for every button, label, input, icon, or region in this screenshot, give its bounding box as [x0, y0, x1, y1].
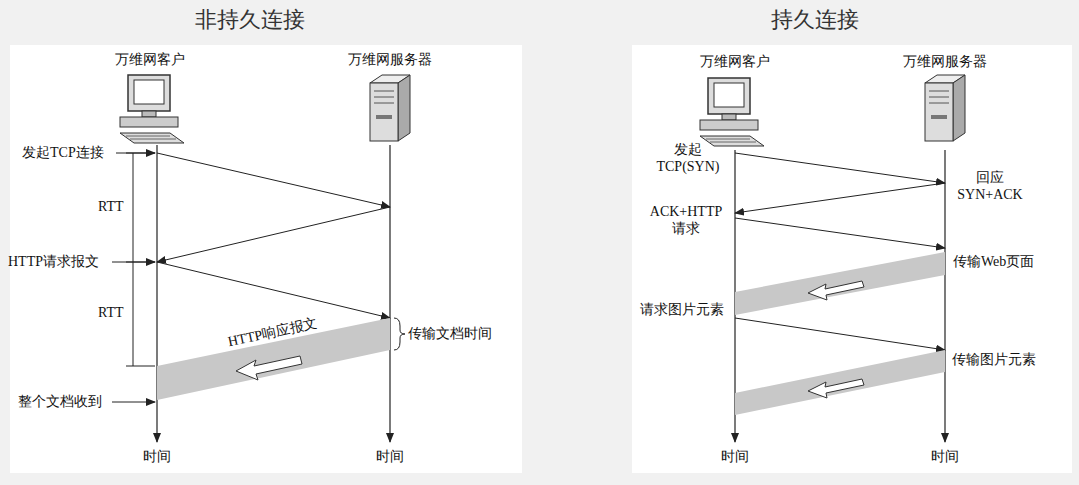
event-label: ACK+HTTP 请求: [645, 203, 727, 238]
rtt-label: RTT: [98, 198, 124, 216]
panel-title: 非持久连接: [195, 6, 305, 34]
axis-label: 时间: [143, 448, 171, 466]
band-arrow: [236, 356, 302, 380]
host-label: 万维网客户: [700, 53, 770, 71]
server-icon: [370, 75, 410, 141]
image-band: [735, 350, 945, 415]
event-label: 传输Web页面: [953, 253, 1034, 271]
event-label: 回应 SYN+ACK: [951, 169, 1029, 204]
host-label: 万维网客户: [115, 51, 185, 69]
client-icon: [700, 78, 764, 146]
axis-label: 时间: [931, 448, 959, 466]
event-label: 传输图片元素: [952, 351, 1036, 369]
event-label: 发起 TCP(SYN): [649, 141, 727, 176]
event-label: 发起TCP连接: [22, 144, 104, 162]
panel: [632, 45, 1072, 473]
rtt-label: RTT: [98, 304, 124, 322]
axis-label: 时间: [376, 448, 404, 466]
host-label: 万维网服务器: [348, 51, 432, 69]
panel-title: 持久连接: [771, 6, 859, 34]
page-band: [735, 252, 945, 315]
client-icon: [120, 75, 184, 143]
event-label: 整个文档收到: [18, 393, 102, 411]
event-label: HTTP请求报文: [8, 253, 99, 271]
axis-label: 时间: [721, 448, 749, 466]
duration-label: 传输文档时间: [408, 325, 492, 343]
host-label: 万维网服务器: [903, 53, 987, 71]
event-label: 请求图片元素: [640, 301, 724, 319]
server-icon: [925, 75, 965, 141]
